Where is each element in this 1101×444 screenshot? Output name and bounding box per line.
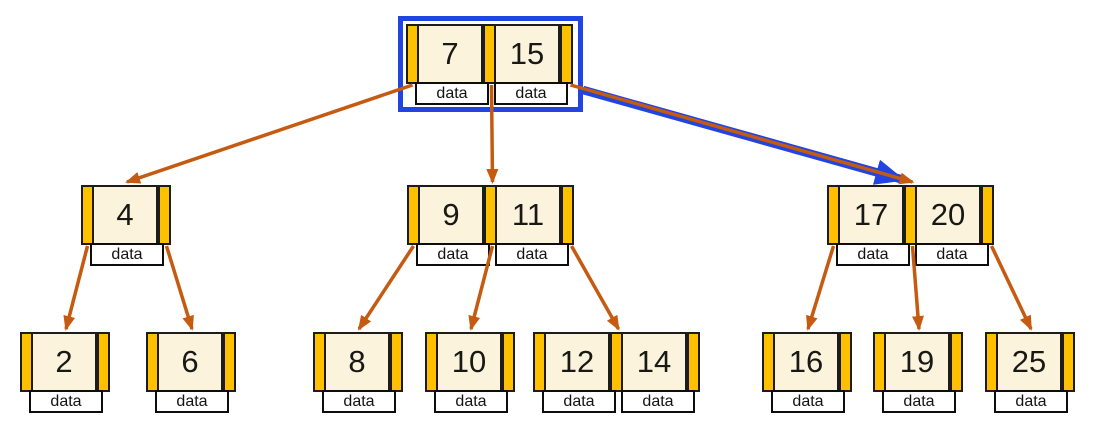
- key-cell: 14: [621, 332, 687, 392]
- tree-node-10: 10 data: [425, 332, 515, 413]
- pointer-strip: [1062, 332, 1075, 392]
- key-cell: 4: [92, 185, 158, 245]
- key-value: 17: [853, 197, 889, 232]
- tree-node-2: 2 data: [20, 332, 110, 413]
- data-pointer-box: data: [915, 243, 989, 266]
- key-cell: 20: [915, 185, 981, 245]
- data-pointer-box: data: [434, 390, 508, 413]
- key-value: 2: [55, 344, 73, 379]
- data-pointer-box: data: [542, 390, 616, 413]
- pointer-arrow: [806, 245, 836, 331]
- pointer-arrow: [125, 83, 414, 184]
- tree-node-16: 16 data: [762, 332, 852, 413]
- key-value: 10: [451, 344, 487, 379]
- pointer-strip: [981, 185, 994, 245]
- data-pointer-box: data: [155, 390, 229, 413]
- data-label: data: [515, 84, 547, 102]
- data-pointer-box: data: [415, 82, 489, 105]
- data-label: data: [343, 392, 375, 410]
- key-value: 19: [899, 344, 935, 379]
- pointer-strip: [950, 332, 963, 392]
- pointer-strip: [502, 332, 515, 392]
- data-pointer-box: data: [621, 390, 695, 413]
- pointer-arrow: [164, 245, 194, 331]
- search-path-arrow: [581, 85, 906, 185]
- data-label: data: [111, 245, 143, 263]
- data-label: data: [936, 245, 968, 263]
- tree-node-19: 19 data: [873, 332, 963, 413]
- key-value: 11: [511, 197, 545, 232]
- data-pointer-box: data: [994, 390, 1068, 413]
- pointer-arrow: [570, 83, 915, 185]
- data-pointer-box: data: [494, 82, 568, 105]
- pointer-arrow: [63, 245, 90, 331]
- pointer-strip: [561, 185, 574, 245]
- pointer-strip: [97, 332, 110, 392]
- pointer-strip: [158, 185, 171, 245]
- pointer-strip: [687, 332, 700, 392]
- key-cell: 11: [495, 185, 561, 245]
- data-pointer-box: data: [495, 243, 569, 266]
- data-label: data: [50, 392, 82, 410]
- key-cell: 6: [157, 332, 223, 392]
- key-cell: 17: [838, 185, 904, 245]
- key-cell: 15: [494, 24, 560, 84]
- data-pointer-box: data: [771, 390, 845, 413]
- key-cell: 8: [324, 332, 390, 392]
- data-label: data: [563, 392, 595, 410]
- data-label: data: [455, 392, 487, 410]
- data-label: data: [642, 392, 674, 410]
- data-pointer-box: data: [29, 390, 103, 413]
- key-value: 25: [1011, 344, 1047, 379]
- pointer-arrow: [569, 245, 621, 331]
- data-label: data: [437, 245, 469, 263]
- key-cell: 25: [996, 332, 1062, 392]
- key-cell: 2: [31, 332, 97, 392]
- key-cell: 12: [544, 332, 610, 392]
- data-label: data: [903, 392, 935, 410]
- pointer-strip: [223, 332, 236, 392]
- tree-node-4: 4 data: [81, 185, 171, 266]
- data-label: data: [1015, 392, 1047, 410]
- tree-node-9-11: 9 data 11 data: [407, 185, 574, 266]
- data-pointer-box: data: [90, 243, 164, 266]
- pointer-strip: [839, 332, 852, 392]
- data-pointer-box: data: [836, 243, 910, 266]
- data-pointer-box: data: [882, 390, 956, 413]
- data-pointer-box: data: [322, 390, 396, 413]
- tree-node-6: 6 data: [146, 332, 236, 413]
- key-value: 16: [788, 344, 824, 379]
- data-label: data: [176, 392, 208, 410]
- key-value: 12: [559, 344, 595, 379]
- data-label: data: [792, 392, 824, 410]
- data-pointer-box: data: [416, 243, 490, 266]
- key-value: 15: [509, 36, 545, 71]
- pointer-arrow: [357, 245, 415, 331]
- key-value: 7: [441, 36, 459, 71]
- key-cell: 16: [773, 332, 839, 392]
- key-value: 9: [442, 197, 460, 232]
- data-label: data: [516, 245, 548, 263]
- pointer-strip: [390, 332, 403, 392]
- key-cell: 19: [884, 332, 950, 392]
- key-value: 14: [636, 344, 672, 379]
- key-cell: 10: [436, 332, 502, 392]
- tree-node-12-14: 12 data 14 data: [533, 332, 700, 413]
- tree-node-17-20: 17 data 20 data: [827, 185, 994, 266]
- pointer-strip: [560, 24, 573, 84]
- data-label: data: [857, 245, 889, 263]
- key-value: 6: [181, 344, 199, 379]
- key-value: 4: [116, 197, 134, 232]
- tree-node-25: 25 data: [985, 332, 1075, 413]
- key-value: 20: [930, 197, 966, 232]
- key-cell: 7: [417, 24, 483, 84]
- data-label: data: [436, 84, 468, 102]
- tree-node-7-15: 7 data 15 data: [406, 24, 573, 105]
- pointer-arrow: [989, 245, 1033, 331]
- key-value: 8: [348, 344, 366, 379]
- tree-node-8: 8 data: [313, 332, 403, 413]
- key-cell: 9: [418, 185, 484, 245]
